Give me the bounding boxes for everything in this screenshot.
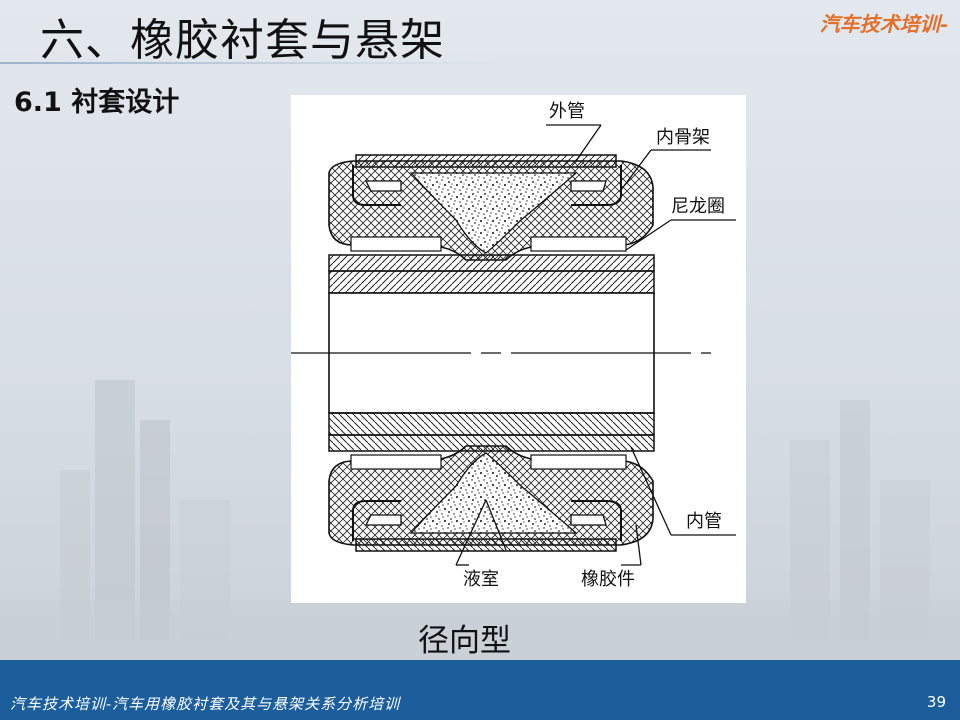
footer-bar: 汽车技术培训-汽车用橡胶衬套及其与悬架关系分析培训 39 [0, 660, 960, 720]
section-heading: 6.1 衬套设计 [14, 87, 180, 118]
label-nylon-ring: 尼龙圈 [671, 196, 725, 217]
label-inner-frame: 内骨架 [656, 127, 710, 148]
page-number: 39 [926, 693, 946, 711]
slide-title: 六、橡胶衬套与悬架 [40, 15, 445, 66]
label-rubber-part: 橡胶件 [581, 569, 635, 590]
background-skyline [0, 380, 960, 660]
title-divider [0, 62, 520, 64]
footer-title: 汽车技术培训-汽车用橡胶衬套及其与悬架关系分析培训 [10, 695, 401, 713]
brand-label: 汽车技术培训- [819, 12, 948, 36]
bushing-diagram: 外管 内骨架 尼龙圈 内管 液室 橡胶件 [291, 95, 746, 603]
figure-caption: 径向型 [418, 623, 511, 659]
top-section [328, 154, 655, 294]
bottom-section [328, 412, 655, 552]
label-inner-tube: 内管 [686, 511, 722, 532]
label-fluid-chamber: 液室 [463, 569, 499, 590]
label-outer-tube: 外管 [549, 101, 585, 122]
leader-lines [455, 124, 736, 566]
